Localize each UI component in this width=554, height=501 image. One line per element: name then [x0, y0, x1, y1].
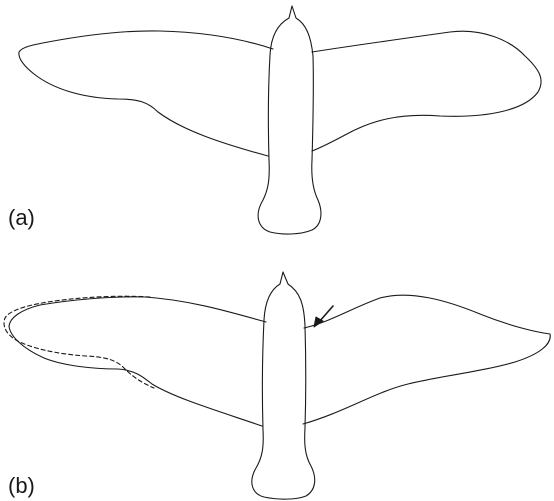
- bird-a-right-wing: [312, 31, 541, 151]
- bird-b-body: [252, 272, 315, 499]
- bird-a: [19, 6, 541, 234]
- bird-b: [4, 272, 550, 499]
- bird-b-right-wing: [303, 295, 550, 424]
- bird-b-left-wing-dashed: [4, 296, 154, 388]
- panel-label-b: (b): [8, 475, 35, 497]
- bird-a-left-wing: [19, 31, 273, 156]
- bird-b-left-wing: [9, 297, 266, 426]
- arrow-indicator: [314, 306, 333, 327]
- bird-a-body: [258, 6, 321, 234]
- panel-label-a: (a): [8, 207, 35, 229]
